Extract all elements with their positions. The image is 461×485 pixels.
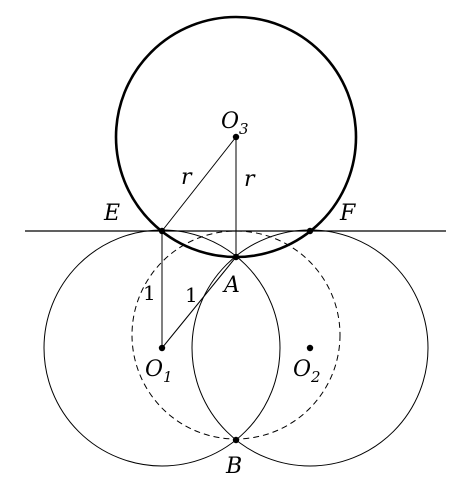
point-b	[232, 436, 240, 444]
label-o3: O3	[221, 109, 249, 138]
label-r-left: r	[181, 165, 193, 190]
point-o2	[306, 344, 314, 352]
label-o2: O2	[293, 357, 321, 386]
label-f: F	[339, 201, 356, 226]
label-one-diagonal: 1	[185, 283, 198, 307]
label-one-vertical: 1	[143, 281, 156, 305]
label-a: A	[222, 273, 240, 298]
segment-o3-e	[161, 136, 237, 232]
point-o1	[158, 344, 166, 352]
point-o3	[232, 133, 240, 141]
point-a	[232, 253, 240, 261]
point-f	[306, 227, 314, 235]
dashed-circle	[131, 230, 341, 440]
label-r-right: r	[244, 167, 256, 192]
label-e: E	[103, 201, 120, 226]
label-o1: O1	[145, 357, 173, 386]
point-e	[158, 227, 166, 235]
label-b: B	[225, 454, 242, 479]
segment-o1-a	[161, 256, 237, 349]
